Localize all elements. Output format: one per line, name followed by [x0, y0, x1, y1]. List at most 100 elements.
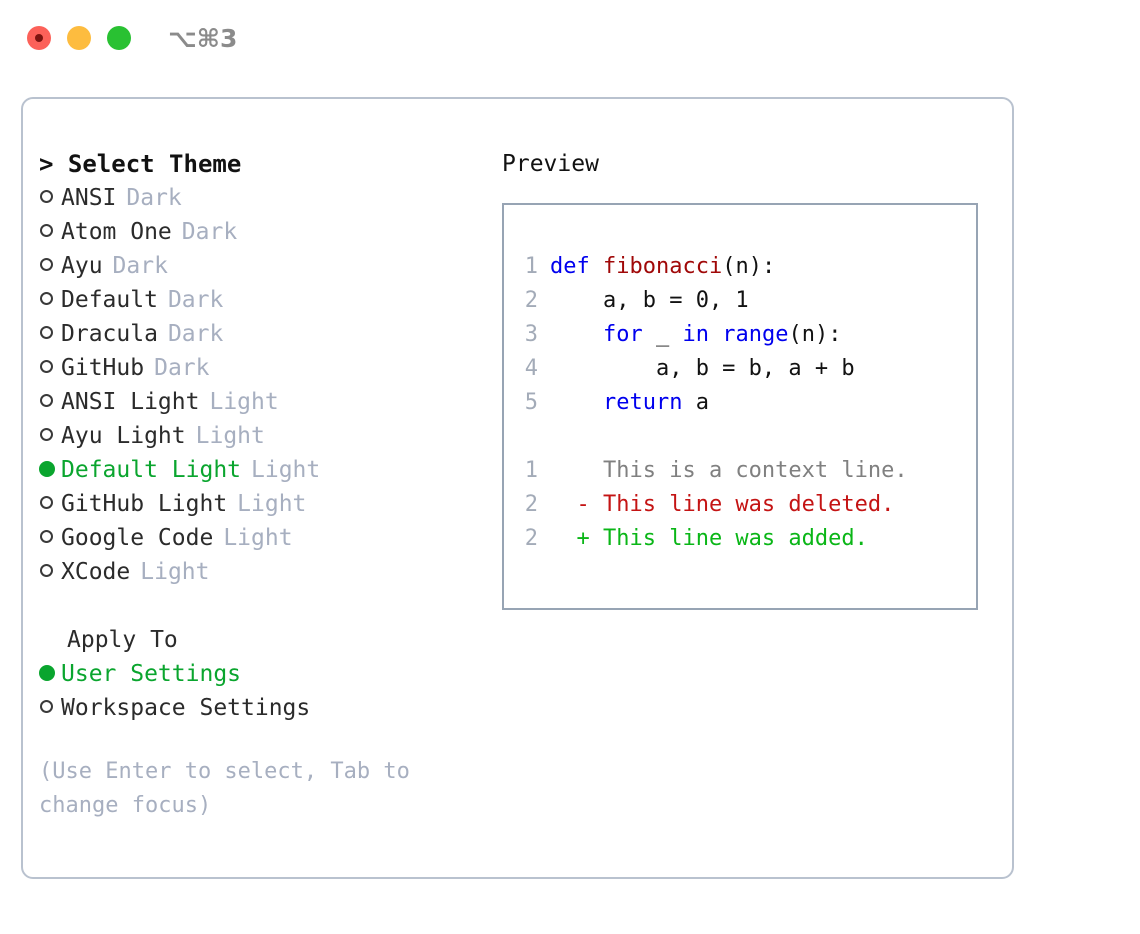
theme-list-heading: > Select Theme	[39, 150, 242, 178]
theme-option-label: Dracula	[61, 321, 158, 347]
code-token: in	[682, 322, 723, 347]
code-token	[550, 322, 603, 347]
radio-mark	[39, 665, 55, 681]
diff-text: This is a context line.	[550, 458, 908, 483]
theme-option-label: Default Light	[61, 457, 242, 483]
minimize-button[interactable]	[67, 26, 91, 50]
line-number: 2	[524, 492, 538, 517]
diff-text: + This line was added.	[550, 526, 868, 551]
theme-mode-badge: Dark	[112, 253, 168, 279]
radio-mark	[40, 496, 53, 509]
radio-mark	[40, 530, 53, 543]
code-token: def	[550, 254, 603, 279]
code-text: a, b = b, a + b	[550, 352, 855, 386]
code-token: a, b = 0, 1	[550, 288, 749, 313]
theme-mode-badge: Light	[195, 423, 265, 449]
code-text: for _ in range(n):	[550, 318, 841, 352]
window-titlebar: ⌥⌘3	[0, 0, 1140, 78]
code-token: for	[602, 322, 643, 347]
code-text: return a	[550, 386, 709, 420]
keyboard-shortcut-label: ⌥⌘3	[168, 24, 238, 53]
radio-mark	[40, 258, 53, 271]
preview-title: Preview	[502, 151, 599, 177]
section-spacer	[39, 589, 479, 623]
theme-option-google-code[interactable]: Google Code Light	[39, 521, 479, 555]
theme-mode-badge: Light	[209, 389, 279, 415]
theme-option-ayu[interactable]: Ayu Dark	[39, 249, 479, 283]
theme-mode-badge: Dark	[126, 185, 182, 211]
theme-mode-badge: Light	[251, 457, 321, 483]
theme-mode-badge: Light	[223, 525, 293, 551]
diff-line-ctx: 1 This is a context line.	[514, 454, 970, 488]
apply-to-option-user-settings[interactable]: User Settings	[39, 657, 479, 691]
line-number: 3	[524, 322, 538, 347]
apply-to-option-label: Workspace Settings	[61, 695, 311, 721]
maximize-button[interactable]	[107, 26, 131, 50]
code-token: (n):	[788, 322, 842, 347]
radio-mark	[40, 326, 53, 339]
window-controls	[27, 26, 131, 50]
code-token: range	[722, 322, 789, 347]
apply-to-option-workspace-settings[interactable]: Workspace Settings	[39, 691, 479, 725]
theme-option-label: Atom One	[61, 219, 172, 245]
code-blank-line	[514, 420, 970, 454]
apply-to-heading: Apply To	[67, 627, 178, 653]
theme-option-github[interactable]: GitHub Dark	[39, 351, 479, 385]
close-button[interactable]	[27, 26, 51, 50]
theme-option-ansi[interactable]: ANSI Dark	[39, 181, 479, 215]
theme-mode-badge: Dark	[181, 219, 238, 245]
theme-mode-badge: Dark	[167, 287, 224, 313]
theme-option-label: Default	[61, 287, 158, 313]
code-token: fibonacci	[602, 254, 723, 279]
theme-option-label: ANSI	[61, 185, 117, 211]
line-number: 2	[524, 526, 538, 551]
line-number: 4	[524, 356, 538, 381]
theme-option-github-light[interactable]: GitHub Light Light	[39, 487, 479, 521]
theme-option-label: GitHub	[61, 355, 145, 381]
code-token: _	[642, 322, 683, 347]
code-token	[550, 390, 603, 415]
theme-option-label: Google Code	[61, 525, 214, 551]
theme-option-label: ANSI Light	[61, 389, 200, 415]
theme-mode-badge: Dark	[167, 321, 224, 347]
theme-option-label: Ayu Light	[61, 423, 186, 449]
theme-mode-badge: Dark	[154, 355, 210, 381]
theme-option-default[interactable]: Default Dark	[39, 283, 479, 317]
radio-mark	[40, 428, 53, 441]
theme-mode-badge: Light	[237, 491, 307, 517]
diff-text: - This line was deleted.	[550, 492, 895, 517]
line-number: 2	[524, 288, 538, 313]
code-line: 5 return a	[514, 386, 970, 420]
theme-option-default-light[interactable]: Default Light Light	[39, 453, 479, 487]
theme-option-ayu-light[interactable]: Ayu Light Light	[39, 419, 479, 453]
radio-mark	[40, 224, 53, 237]
theme-option-label: XCode	[61, 559, 131, 585]
diff-line-del: 2 - This line was deleted.	[514, 488, 970, 522]
radio-mark	[40, 394, 53, 407]
code-text: a, b = 0, 1	[550, 284, 749, 318]
radio-mark	[39, 461, 55, 477]
code-token: a, b = b, a + b	[550, 356, 855, 381]
radio-mark	[40, 564, 53, 577]
code-token: return	[602, 390, 683, 415]
code-text: def fibonacci(n):	[550, 250, 775, 284]
apply-to-option-label: User Settings	[61, 661, 242, 687]
radio-mark	[40, 292, 53, 305]
line-number: 1	[524, 458, 538, 483]
code-line: 3 for _ in range(n):	[514, 318, 970, 352]
theme-option-ansi-light[interactable]: ANSI Light Light	[39, 385, 479, 419]
radio-mark	[40, 360, 53, 373]
code-token: (n):	[722, 254, 776, 279]
theme-option-label: GitHub Light	[61, 491, 228, 517]
theme-option-atom-one[interactable]: Atom One Dark	[39, 215, 479, 249]
theme-option-label: Ayu	[61, 253, 103, 279]
theme-option-dracula[interactable]: Dracula Dark	[39, 317, 479, 351]
code-line: 2 a, b = 0, 1	[514, 284, 970, 318]
